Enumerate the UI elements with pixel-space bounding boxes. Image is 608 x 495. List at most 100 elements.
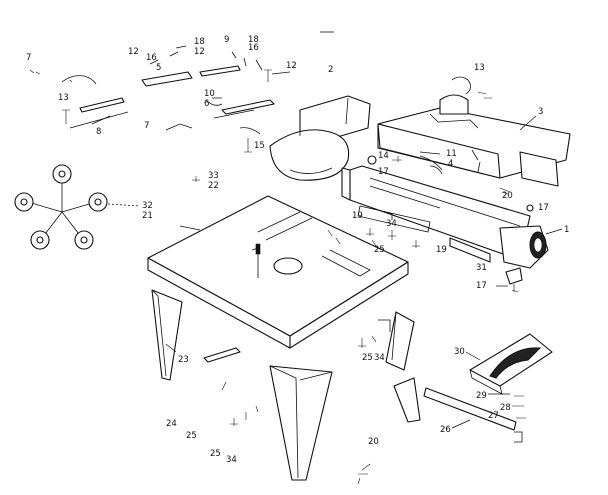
linkage-15	[239, 127, 261, 135]
rail-rod-8	[69, 111, 129, 129]
callout-6: 6	[204, 99, 209, 109]
screw-19a	[327, 229, 341, 245]
callout-4: 4	[448, 159, 453, 169]
bracket-4	[419, 155, 443, 175]
callout-34b: 34	[374, 353, 385, 363]
bolt-20a	[499, 187, 511, 195]
part-number-callouts: 7 12 16 5 18 12 9 18 16 12 2 13 8 7 10 6…	[26, 35, 569, 465]
wire-7	[213, 109, 255, 119]
arm-tube	[449, 237, 491, 263]
table-hardware-group	[192, 176, 431, 248]
callout-26: 26	[440, 425, 451, 435]
arm-underside-bar	[357, 205, 431, 233]
callout-19b: 19	[436, 245, 447, 255]
pin-17c	[511, 289, 519, 293]
leg-right-front	[385, 311, 415, 371]
table-hole	[273, 257, 303, 275]
rail-bar-13	[79, 97, 125, 113]
callout-30: 30	[454, 347, 465, 357]
callout-1: 1	[564, 225, 569, 235]
table-top-21	[147, 195, 409, 349]
callout-13a: 13	[58, 93, 69, 103]
callout-11: 11	[446, 149, 457, 159]
callout-3: 3	[538, 107, 543, 117]
table-slot	[257, 211, 313, 241]
callout-7a: 7	[26, 53, 31, 63]
callout-34a: 34	[386, 219, 397, 229]
spring-clip	[61, 75, 97, 85]
callout-14: 14	[378, 151, 389, 161]
callout-2: 2	[328, 65, 333, 75]
bracket-7	[165, 123, 193, 131]
callout-25c: 25	[186, 431, 197, 441]
callout-34c: 34	[226, 455, 237, 465]
washer-17a	[367, 155, 377, 165]
screw-7a	[29, 69, 41, 75]
callout-5: 5	[156, 63, 161, 73]
leg-right-rear	[393, 377, 421, 423]
callout-12a: 12	[128, 47, 139, 57]
table-insert	[321, 249, 371, 277]
screws-18-16	[231, 51, 263, 71]
knob-mount	[439, 94, 469, 115]
spring-10	[205, 97, 223, 106]
clamp-plate-9	[199, 65, 241, 77]
lever-4	[471, 149, 481, 173]
plate-6	[221, 99, 275, 115]
leg-hardware-25-34	[230, 319, 391, 426]
callout-23: 23	[178, 355, 189, 365]
callout-19a: 19	[352, 211, 363, 221]
callout-25b: 25	[362, 353, 373, 363]
callout-17a: 17	[378, 167, 389, 177]
callout-8: 8	[96, 127, 101, 137]
leg-bracket-24	[203, 347, 241, 391]
miter-gauge-30	[469, 333, 553, 395]
clamp-plate-5	[141, 71, 193, 87]
callout-17b: 17	[538, 203, 549, 213]
callout-20b: 20	[368, 437, 379, 447]
callout-18a: 18	[194, 37, 205, 47]
callout-33: 33	[208, 171, 219, 181]
screw-25a	[366, 228, 377, 247]
callout-9: 9	[224, 35, 229, 45]
washer-17b	[526, 204, 534, 212]
spring-11	[451, 76, 471, 95]
bolt-15	[244, 138, 252, 153]
callout-22: 22	[208, 181, 219, 191]
callout-25a: 25	[374, 245, 385, 255]
upper-left-hardware-group	[29, 45, 275, 153]
star-knob-32	[14, 164, 141, 250]
leg-left-front-23	[151, 289, 183, 381]
callout-21: 21	[142, 211, 153, 221]
callout-16b: 16	[248, 43, 259, 53]
carriage-assembly-3	[367, 76, 571, 212]
callout-13b: 13	[474, 63, 485, 73]
callout-12c: 12	[286, 61, 297, 71]
washer-small	[69, 79, 73, 83]
callout-16a: 16	[146, 53, 157, 63]
hardware-27-28-29	[512, 395, 526, 419]
leader-lines	[91, 71, 563, 429]
nut-14	[392, 156, 402, 162]
callout-10: 10	[204, 89, 215, 99]
callout-31: 31	[476, 263, 487, 273]
leveling-foot-20	[357, 463, 371, 485]
callout-29: 29	[476, 391, 487, 401]
callout-24: 24	[166, 419, 177, 429]
callout-7b: 7	[144, 121, 149, 131]
blade-guard-2	[269, 95, 371, 181]
callout-28: 28	[500, 403, 511, 413]
screw-34a	[388, 230, 396, 240]
callout-12b: 12	[194, 47, 205, 57]
bolt-13	[62, 109, 70, 124]
leg-front-center	[269, 365, 333, 481]
screw-19b	[412, 240, 420, 248]
callout-27: 27	[488, 411, 499, 421]
screw-13b	[477, 91, 492, 99]
radial-arm-1	[341, 165, 549, 269]
screw-33	[192, 176, 200, 182]
callout-15: 15	[254, 141, 265, 151]
callout-20a: 20	[502, 191, 513, 201]
callout-17c: 17	[476, 281, 487, 291]
